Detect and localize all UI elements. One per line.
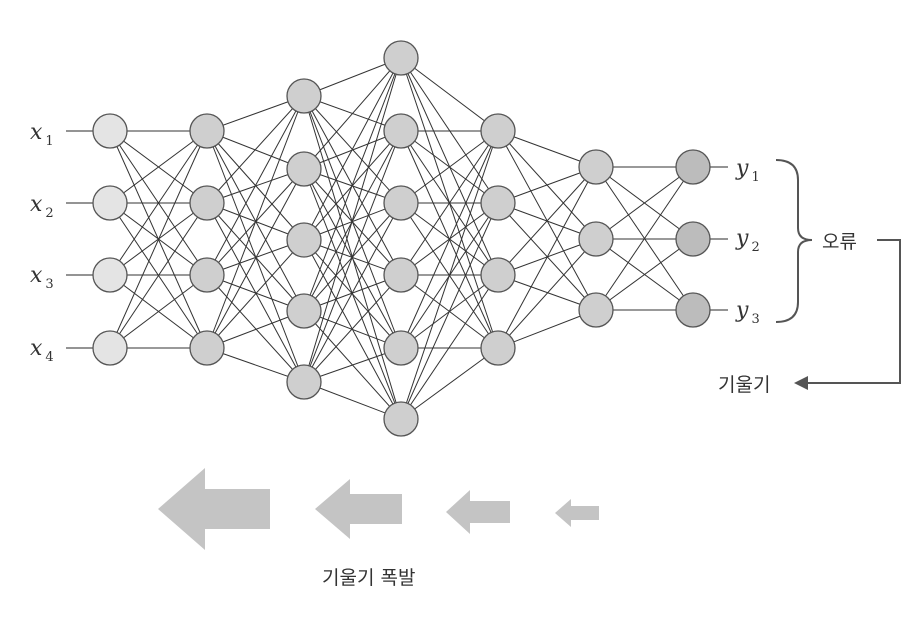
edge-l2-n4-to-n2 bbox=[206, 168, 305, 349]
edge-l2-n3-to-n1 bbox=[206, 95, 305, 276]
node-layer3-1 bbox=[286, 78, 322, 114]
node-layer3-2 bbox=[286, 151, 322, 187]
edge-l3-n2-to-n1 bbox=[303, 57, 402, 170]
edge-l1-n4-to-n1 bbox=[109, 130, 208, 349]
node-layer1-2 bbox=[92, 185, 128, 221]
edge-l4-n3-to-n1 bbox=[400, 130, 499, 204]
node-layer1-1 bbox=[92, 113, 128, 149]
node-layer7-2 bbox=[675, 221, 711, 257]
node-layer4-3 bbox=[383, 185, 419, 221]
io-stub-lines bbox=[66, 130, 728, 349]
edge-l2-n4-to-n1 bbox=[206, 95, 305, 349]
error-label: 오류 bbox=[822, 231, 857, 253]
edge-l3-n5-to-n2 bbox=[303, 130, 402, 383]
gradient-explosion-label: 기울기 폭발 bbox=[322, 567, 415, 589]
node-layer1-3 bbox=[92, 257, 128, 293]
explosion-arrow-medium bbox=[315, 479, 402, 539]
explosion-arrow-large bbox=[158, 468, 270, 550]
edge-l5-n3-to-n1 bbox=[497, 166, 597, 276]
edge-l1-n3-to-n1 bbox=[109, 130, 208, 276]
node-layer4-4 bbox=[383, 257, 419, 293]
node-layer7-1 bbox=[675, 149, 711, 185]
edge-l4-n6-to-n4 bbox=[400, 347, 499, 420]
node-layer2-1 bbox=[189, 113, 225, 149]
feedback-arrow-head bbox=[794, 376, 808, 390]
node-layer3-5 bbox=[286, 364, 322, 400]
gradient-label: 기울기 bbox=[718, 374, 770, 396]
edge-l3-n3-to-n1 bbox=[303, 57, 402, 241]
node-layer4-2 bbox=[383, 113, 419, 149]
node-layer6-2 bbox=[578, 221, 614, 257]
edge-l1-n4-to-n2 bbox=[109, 202, 208, 349]
node-layer5-3 bbox=[480, 257, 516, 293]
edge-l1-n2-to-n1 bbox=[109, 130, 208, 204]
explosion-arrow-small bbox=[446, 490, 510, 534]
edge-l3-n3-to-n5 bbox=[303, 239, 402, 349]
node-layer7-3 bbox=[675, 292, 711, 328]
edge-l4-n6-to-n2 bbox=[400, 202, 499, 420]
node-layer5-4 bbox=[480, 330, 516, 366]
edge-l6-n3-to-n2 bbox=[595, 238, 694, 311]
edge-l6-n2-to-n1 bbox=[595, 166, 694, 240]
edge-l6-n3-to-n1 bbox=[595, 166, 694, 311]
node-layer2-4 bbox=[189, 330, 225, 366]
node-layer3-3 bbox=[286, 222, 322, 258]
gradient-explosion-arrows bbox=[158, 468, 599, 550]
network-nodes bbox=[92, 40, 711, 437]
node-layer6-1 bbox=[578, 149, 614, 185]
node-layer4-1 bbox=[383, 40, 419, 76]
edge-l5-n4-to-n1 bbox=[497, 166, 597, 349]
node-layer3-4 bbox=[286, 293, 322, 329]
node-layer6-3 bbox=[578, 292, 614, 328]
edge-l1-n4-to-n3 bbox=[109, 274, 208, 349]
edge-l2-n4-to-n3 bbox=[206, 239, 305, 349]
node-layer4-6 bbox=[383, 401, 419, 437]
edge-l2-n2-to-n1 bbox=[206, 95, 305, 204]
edge-l3-n2-to-n5 bbox=[303, 168, 402, 349]
edge-l2-n3-to-n5 bbox=[206, 274, 305, 383]
node-layer5-1 bbox=[480, 113, 516, 149]
edge-l3-n4-to-n1 bbox=[303, 57, 402, 312]
edge-l3-n5-to-n4 bbox=[303, 274, 402, 383]
output-brace bbox=[775, 159, 813, 323]
edge-l4-n4-to-n1 bbox=[400, 130, 499, 276]
edge-l5-n4-to-n2 bbox=[497, 238, 597, 349]
node-layer5-2 bbox=[480, 185, 516, 221]
edge-l4-n6-to-n3 bbox=[400, 274, 499, 420]
edge-l3-n5-to-n1 bbox=[303, 57, 402, 383]
node-layer2-2 bbox=[189, 185, 225, 221]
feedback-arrow-line bbox=[806, 239, 901, 384]
edge-l4-n5-to-n1 bbox=[400, 130, 499, 349]
edge-l4-n6-to-n1 bbox=[400, 130, 499, 420]
node-layer4-5 bbox=[383, 330, 419, 366]
node-layer2-3 bbox=[189, 257, 225, 293]
edge-l3-n5-to-n3 bbox=[303, 202, 402, 383]
edge-l4-n1-to-n1 bbox=[400, 57, 499, 132]
node-layer1-4 bbox=[92, 330, 128, 366]
explosion-arrow-tiny bbox=[555, 499, 599, 527]
